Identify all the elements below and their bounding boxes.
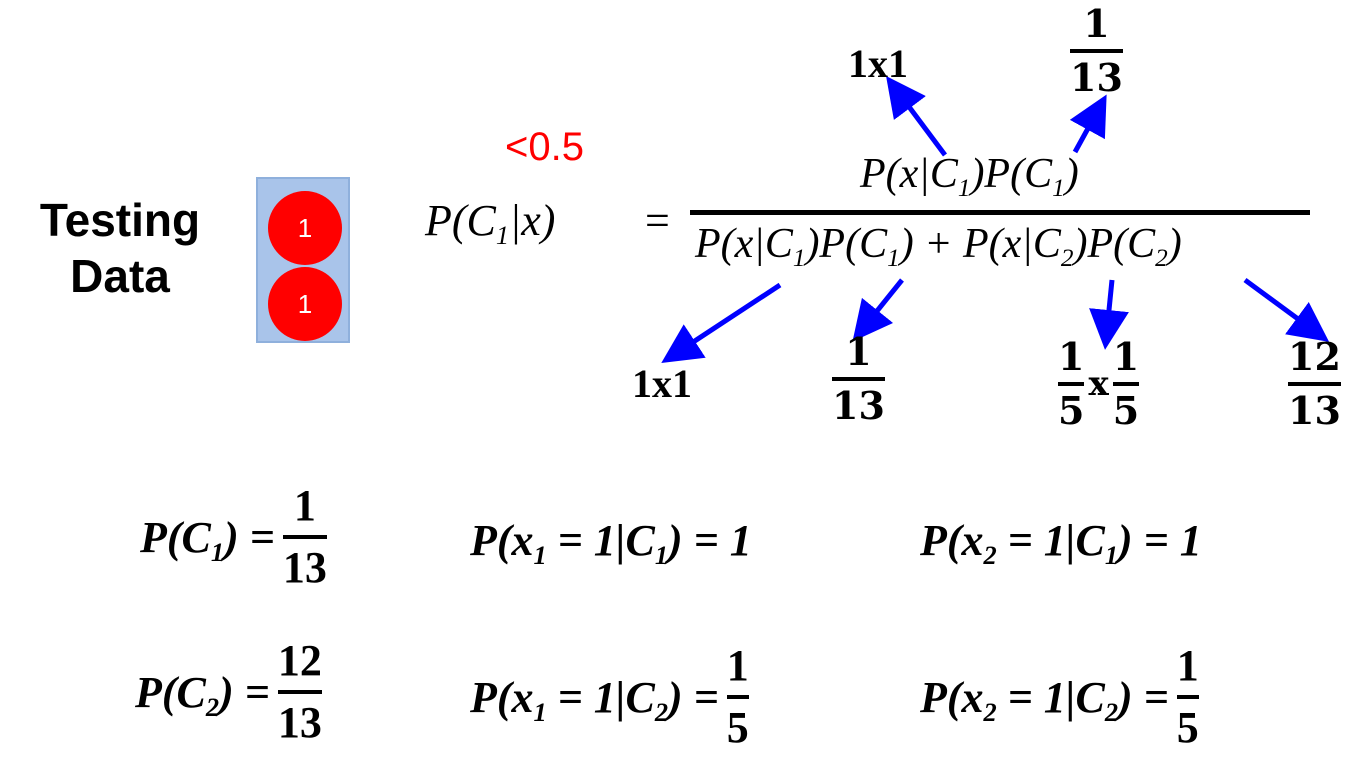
arrow-bottom-likelihood-c1 [661,282,782,363]
testing-label-line1: Testing [39,194,201,246]
feature-value-circle-1: 1 [268,191,342,265]
bayes-numerator: P(x|C1)P(C1) [860,151,1079,202]
arrow-bottom-prior-c2 [1243,277,1330,342]
testing-data-label: Testing Data [30,192,210,304]
arrow-bottom-prior-c1 [852,278,904,342]
arrow-top-prior [1069,94,1107,154]
feature-value-circle-2: 1 [268,267,342,341]
equals-sign: = [645,196,670,245]
arrow-bottom-likelihood-c2 [1089,279,1129,350]
arrow-top-likelihood [886,75,948,157]
posterior-lhs: P(C1|x) [425,196,556,251]
testing-label-line2: Data [70,250,170,302]
bayes-fraction-bar [690,210,1310,215]
annotation-bottom-likelihood-c1: 1x1 [632,361,692,406]
testing-data-box: 1 1 [256,177,350,343]
threshold-label: <0.5 [505,125,584,169]
annotation-top-likelihood: 1x1 [848,41,908,86]
eq-px2-given-c1: P(x2 = 1|C1) = 1 [920,516,1202,571]
eq-px1-given-c1: P(x1 = 1|C1) = 1 [470,516,752,571]
bayes-denominator: P(x|C1)P(C1) + P(x|C2)P(C2) [695,221,1182,272]
